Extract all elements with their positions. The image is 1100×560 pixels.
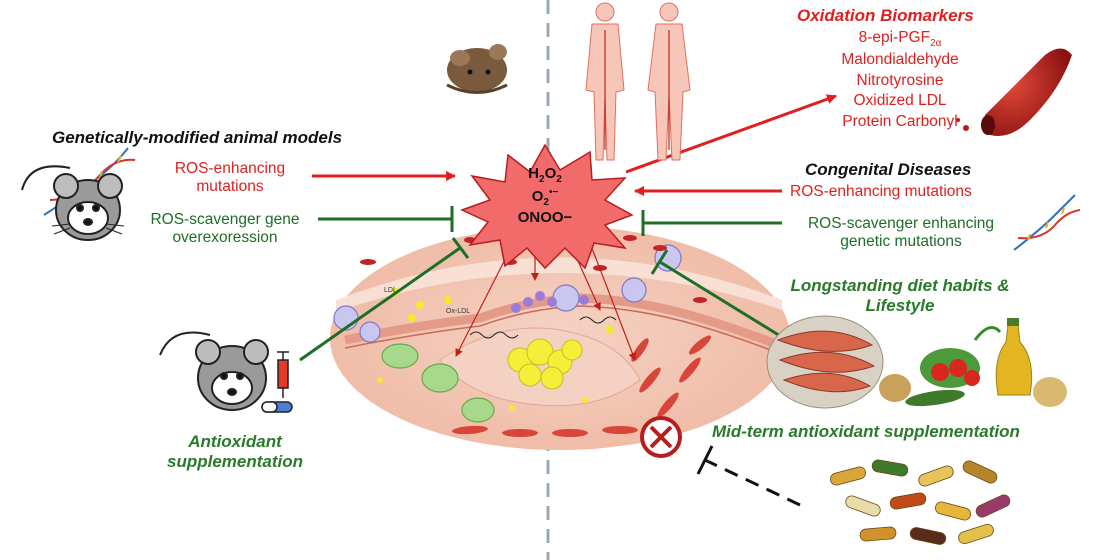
syringe-icon (277, 351, 289, 398)
biomarkers-list: 8-epi-PGF2α Malondialdehyde Nitrotyrosin… (800, 28, 1000, 132)
biomarker-item: Malondialdehyde (841, 51, 959, 69)
inhibit-midterm-dashed (696, 445, 801, 507)
ldl-label: LDL (384, 287, 397, 294)
congenital-ros-scavenger-label: ROS-scavenger enhancing genetic mutation… (807, 215, 995, 250)
pill-icon (261, 401, 293, 413)
gm-animal-models-heading: Genetically-modified animal models (52, 128, 343, 147)
ros-superoxide: O2•− (531, 186, 559, 208)
antioxidant-supplementation-heading: Antioxidant supplementation (166, 432, 303, 471)
inhibit-antioxidant (299, 246, 461, 362)
ros-peroxynitrite: ONOO− (517, 209, 573, 226)
dna-icon-right (1013, 194, 1081, 251)
prohibition-icon (640, 416, 682, 458)
blood-vessel-icon (956, 48, 1072, 136)
ros-starburst (460, 143, 634, 270)
biomarker-item: Nitrotyrosine (856, 71, 944, 89)
mouse-photo-icon (446, 44, 508, 94)
biomarker-item: Protein Carbonyl (842, 112, 958, 130)
congenital-ros-enhancing-label: ROS-enhancing mutations (790, 183, 972, 200)
ox-ldl-label: Ox-LDL (446, 308, 471, 315)
vegetables-photo (879, 318, 1067, 407)
human-body-icon (585, 2, 691, 161)
supplement-capsules-photo (815, 450, 1030, 550)
diet-lifestyle-heading: Longstanding diet habits & Lifestyle (790, 276, 1010, 315)
fish-plate-photo (766, 315, 884, 409)
congenital-diseases-heading: Congenital Diseases (805, 160, 972, 179)
ros-species-label: H2O2 O2•− ONOO− (505, 165, 585, 228)
ros-h2o2: H2O2 (528, 165, 562, 185)
midterm-supplementation-heading: Mid-term antioxidant supplementation (712, 422, 1020, 441)
cartoon-mouse-antioxidant (159, 331, 269, 411)
gm-ros-scavenger-label: ROS-scavenger gene overexoression (150, 211, 300, 246)
artery-tissue-illustration (330, 226, 790, 450)
cartoon-mouse-gm (21, 165, 125, 241)
oxidation-biomarkers-heading: Oxidation Biomarkers (797, 6, 974, 25)
biomarker-item: Oxidized LDL (853, 92, 947, 110)
biomarker-item: 8-epi-PGF2α (858, 29, 942, 50)
gm-ros-enhancing-label: ROS-enhancing mutations (174, 160, 286, 195)
inhibit-diet (659, 260, 791, 344)
